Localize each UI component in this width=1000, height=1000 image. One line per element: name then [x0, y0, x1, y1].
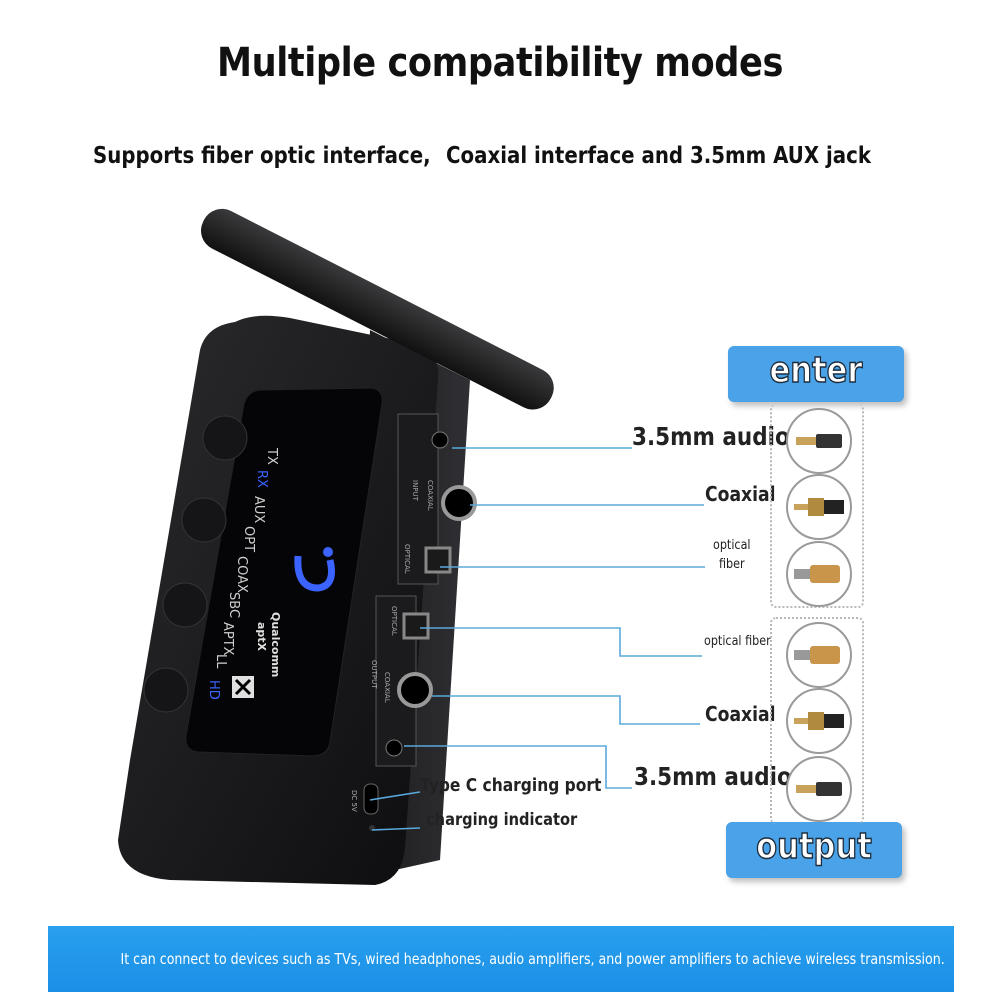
screen-mode-aptx: APTX	[220, 622, 235, 656]
screen-mode-aux: AUX	[251, 496, 266, 523]
label-aux-input: 3.5mm audio	[632, 422, 790, 451]
port-label-coaxial-out: COAXIAL	[383, 672, 391, 703]
subtitle-right: Coaxial interface and 3.5mm AUX jack	[446, 143, 872, 169]
coax-out-port	[397, 672, 433, 708]
screen-mode-sbc: SBC	[226, 592, 241, 618]
output-badge: output	[726, 822, 902, 878]
label-coax-output: Coaxial	[705, 702, 776, 726]
page-title: Multiple compatibility modes	[216, 40, 783, 86]
port-label-output: OUTPUT	[370, 660, 378, 689]
label-optical-input-1: optical	[713, 538, 751, 553]
brand-logo	[294, 547, 335, 592]
screen-mode-opt: OPT	[241, 526, 256, 552]
optical-plug-output-icon	[786, 622, 852, 688]
bottom-banner: It can connect to devices such as TVs, w…	[48, 926, 954, 992]
output-badge-text: output	[755, 825, 872, 868]
label-optical-output: optical fiber	[704, 634, 771, 649]
coax-plug-output-icon	[786, 688, 852, 754]
port-label-dc: DC 5V	[350, 790, 358, 812]
input-plug-group	[770, 404, 864, 608]
device-buttons	[143, 415, 248, 713]
screen-mode-hd: HD	[206, 680, 221, 700]
enter-badge: enter	[728, 346, 904, 402]
port-label-optical-out: OPTICAL	[390, 606, 398, 636]
aux-plug-input-icon	[786, 408, 852, 474]
coax-in-port	[441, 485, 477, 521]
connector-lines	[369, 447, 705, 831]
aux-in-port	[431, 431, 449, 449]
screen-mode-ll: LL	[213, 654, 228, 669]
label-typec-port: Type C charging port	[420, 775, 602, 796]
subtitle-left: Supports fiber optic interface,	[93, 143, 431, 169]
screen-mode-tx: TX	[264, 447, 279, 465]
aptx-x-mark	[234, 678, 252, 696]
port-label-coaxial-in: COAXIAL	[426, 480, 434, 511]
bottom-banner-text: It can connect to devices such as TVs, w…	[120, 950, 945, 968]
brand-qualcomm: Qualcomm	[269, 612, 282, 677]
port-label-input: INPUT	[411, 480, 419, 502]
optical-in-port	[424, 546, 452, 574]
label-charging-indicator: charging indicator	[426, 810, 578, 830]
enter-badge-text: enter	[769, 349, 863, 392]
output-plug-group	[770, 617, 864, 824]
screen-mode-rx: RX	[254, 470, 269, 488]
device-screen	[185, 387, 383, 757]
brand-aptx: aptX	[255, 622, 268, 652]
label-aux-output: 3.5mm audio	[634, 762, 792, 791]
optical-out-port	[402, 612, 430, 640]
optical-plug-input-icon	[786, 541, 852, 607]
aux-plug-output-icon	[786, 756, 852, 822]
coax-plug-input-icon	[786, 474, 852, 540]
label-coax-input: Coaxial	[705, 482, 776, 506]
antenna	[201, 208, 554, 410]
screen-mode-coax: COAX	[234, 556, 249, 593]
port-label-optical-in: OPTICAL	[403, 544, 411, 574]
label-optical-input-2: fiber	[719, 557, 745, 572]
aux-out-port	[385, 739, 403, 757]
